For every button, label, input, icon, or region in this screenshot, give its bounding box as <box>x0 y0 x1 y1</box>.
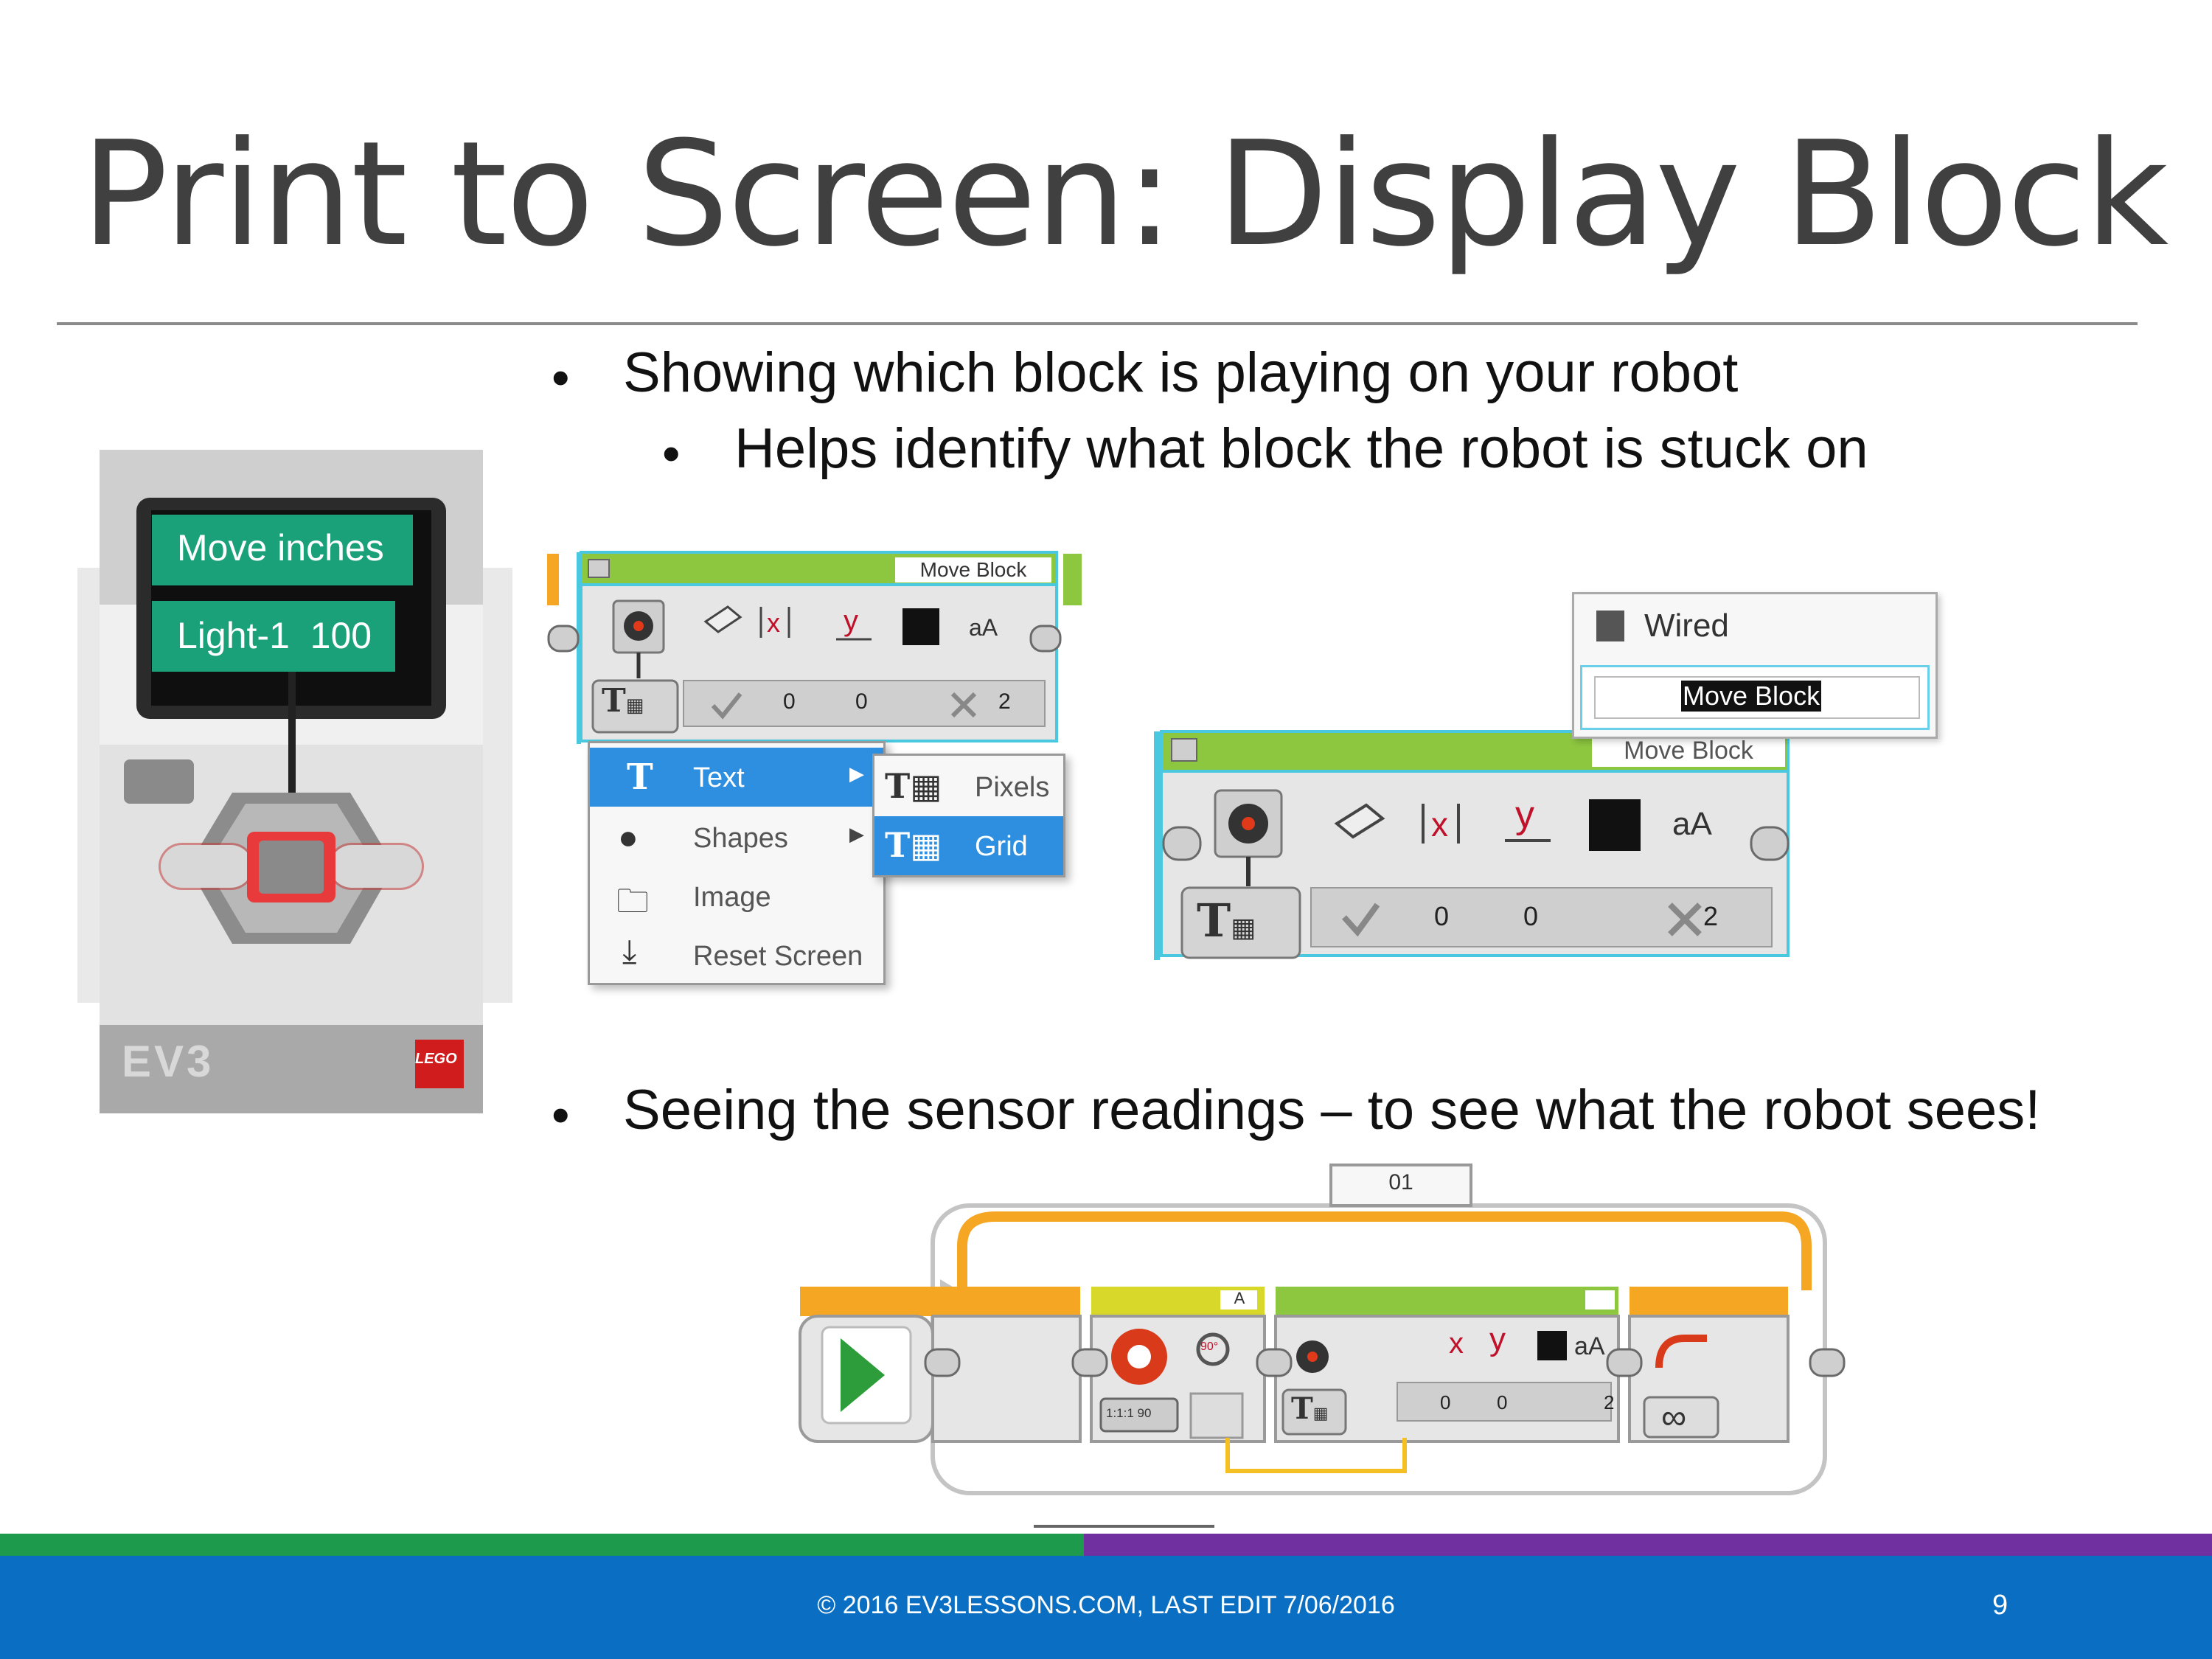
block-name-label: Move Block <box>1592 734 1785 767</box>
param-y[interactable]: 0 <box>855 689 868 714</box>
display-block-2-frame: x y aA <box>1154 730 1790 960</box>
svg-text:x: x <box>1431 805 1448 844</box>
display-block-1[interactable]: x y aA Move Block T▦ 0 0 2 <box>547 549 1082 748</box>
param-font[interactable]: 2 <box>1703 901 1719 931</box>
bullet-icon: • <box>552 349 570 406</box>
footer-bar <box>0 1556 2212 1659</box>
text-input-value: Move Block <box>1681 681 1822 712</box>
program-graphic: x y aA <box>799 1164 1846 1495</box>
brick-screen-text-2: Light-1 100 <box>177 615 372 656</box>
mode-menu: T Text ▶ ● Shapes ▶ 🗀 Image ⤓ Reset Scre… <box>588 741 886 985</box>
submenu-item-pixels[interactable]: T▦ Pixels <box>885 766 1050 806</box>
footer-bar-green <box>0 1534 1084 1556</box>
text-submenu: T▦ Pixels T▦ Grid <box>872 754 1065 877</box>
bullet-2: Helps identify what block the robot is s… <box>734 417 1868 480</box>
brick-screen-line-1: Move inches <box>152 515 413 585</box>
menu-item-reset-screen[interactable]: ⤓ Reset Screen <box>622 933 863 972</box>
infinity-icon[interactable]: ∞ <box>1661 1398 1687 1437</box>
text-grid-icon: T▦ <box>885 825 942 865</box>
loop-label[interactable]: 01 <box>1388 1170 1413 1194</box>
svg-text:aA: aA <box>969 614 998 641</box>
chevron-right-icon: ▶ <box>849 823 864 845</box>
param-font[interactable]: 2 <box>998 689 1011 714</box>
param-font[interactable]: 2 <box>1604 1391 1615 1413</box>
shapes-icon: ● <box>618 818 639 856</box>
param-y[interactable]: 0 <box>1523 901 1539 931</box>
param-y[interactable]: 0 <box>1497 1391 1508 1413</box>
motor-mode: 90° <box>1200 1340 1219 1353</box>
svg-text:y: y <box>844 605 858 637</box>
program-loop[interactable]: x y aA 01 A 90° 1:1:1 90 T▦ 0 0 2 ∞ <box>793 1161 1854 1515</box>
text-icon: T <box>627 757 653 798</box>
svg-text:x: x <box>1449 1327 1464 1360</box>
svg-text:y: y <box>1515 793 1534 836</box>
text-input[interactable]: Move Block <box>1580 665 1930 730</box>
submenu-item-grid[interactable]: T▦ Grid <box>874 816 1063 875</box>
lego-logo: LEGO <box>415 1051 457 1067</box>
text-grid-mode-icon[interactable]: T▦ <box>602 682 644 720</box>
divider-line <box>1034 1525 1214 1528</box>
brick-screen-text-1: Move inches <box>177 527 384 568</box>
dropdown-option-wired[interactable]: Wired <box>1644 608 1729 644</box>
page-title: Print to Screen: Display Block <box>81 111 2168 279</box>
menu-item-image[interactable]: 🗀 Image <box>590 867 883 926</box>
menu-item-text[interactable]: T Text ▶ <box>590 748 883 807</box>
motor-port[interactable]: A <box>1234 1289 1245 1307</box>
bullet-3: Seeing the sensor readings – to see what… <box>623 1079 2041 1141</box>
download-icon: ⤓ <box>622 933 637 970</box>
text-grid-mode-icon[interactable]: T▦ <box>1291 1391 1329 1426</box>
svg-text:x: x <box>767 608 780 638</box>
chevron-right-icon: ▶ <box>849 762 864 785</box>
display-block-2[interactable]: x y aA Move Block T▦ 0 0 2 <box>1152 717 1816 982</box>
text-pixels-icon: T▦ <box>885 766 942 806</box>
svg-text:aA: aA <box>1574 1332 1605 1360</box>
bullet-icon: • <box>662 425 681 482</box>
bullet-1: Showing which block is playing on your r… <box>623 341 1739 404</box>
svg-text:aA: aA <box>1672 806 1712 842</box>
param-x[interactable]: 0 <box>1434 901 1450 931</box>
svg-text:y: y <box>1489 1321 1506 1357</box>
title-divider <box>57 322 2138 325</box>
bullet-icon: • <box>552 1086 570 1144</box>
param-x[interactable]: 0 <box>1440 1391 1451 1413</box>
ev3-label: EV3 <box>122 1037 215 1086</box>
motor-ratio: 1:1:1 90 <box>1106 1406 1152 1420</box>
footer-text: © 2016 EV3LESSONS.COM, LAST EDIT 7/06/20… <box>817 1591 1395 1619</box>
text-grid-mode-icon[interactable]: T▦ <box>1197 894 1256 947</box>
wired-icon <box>1596 611 1624 641</box>
page-number: 9 <box>1992 1590 2008 1621</box>
footer-bar-purple <box>1084 1534 2212 1556</box>
param-x[interactable]: 0 <box>783 689 796 714</box>
text-source-dropdown: Wired Move Block <box>1572 592 1938 739</box>
brick-screen-line-2: Light-1 100 <box>152 601 395 672</box>
folder-icon: 🗀 <box>616 883 649 919</box>
block-name-label: Move Block <box>895 557 1051 582</box>
menu-item-shapes[interactable]: ● Shapes ▶ <box>618 818 864 856</box>
